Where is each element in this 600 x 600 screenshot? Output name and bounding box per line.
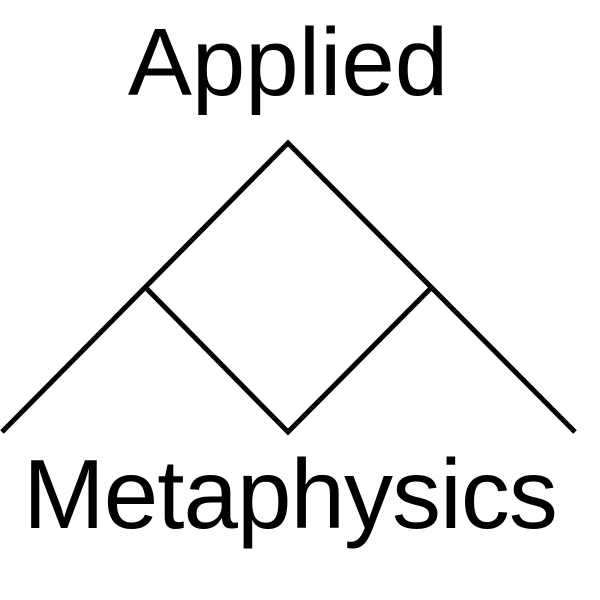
roof-outline	[0, 139, 577, 434]
inner-diamond	[145, 287, 432, 436]
logo-word-metaphysics: Metaphysics	[23, 439, 558, 549]
logo-word-applied: Applied	[127, 9, 449, 116]
